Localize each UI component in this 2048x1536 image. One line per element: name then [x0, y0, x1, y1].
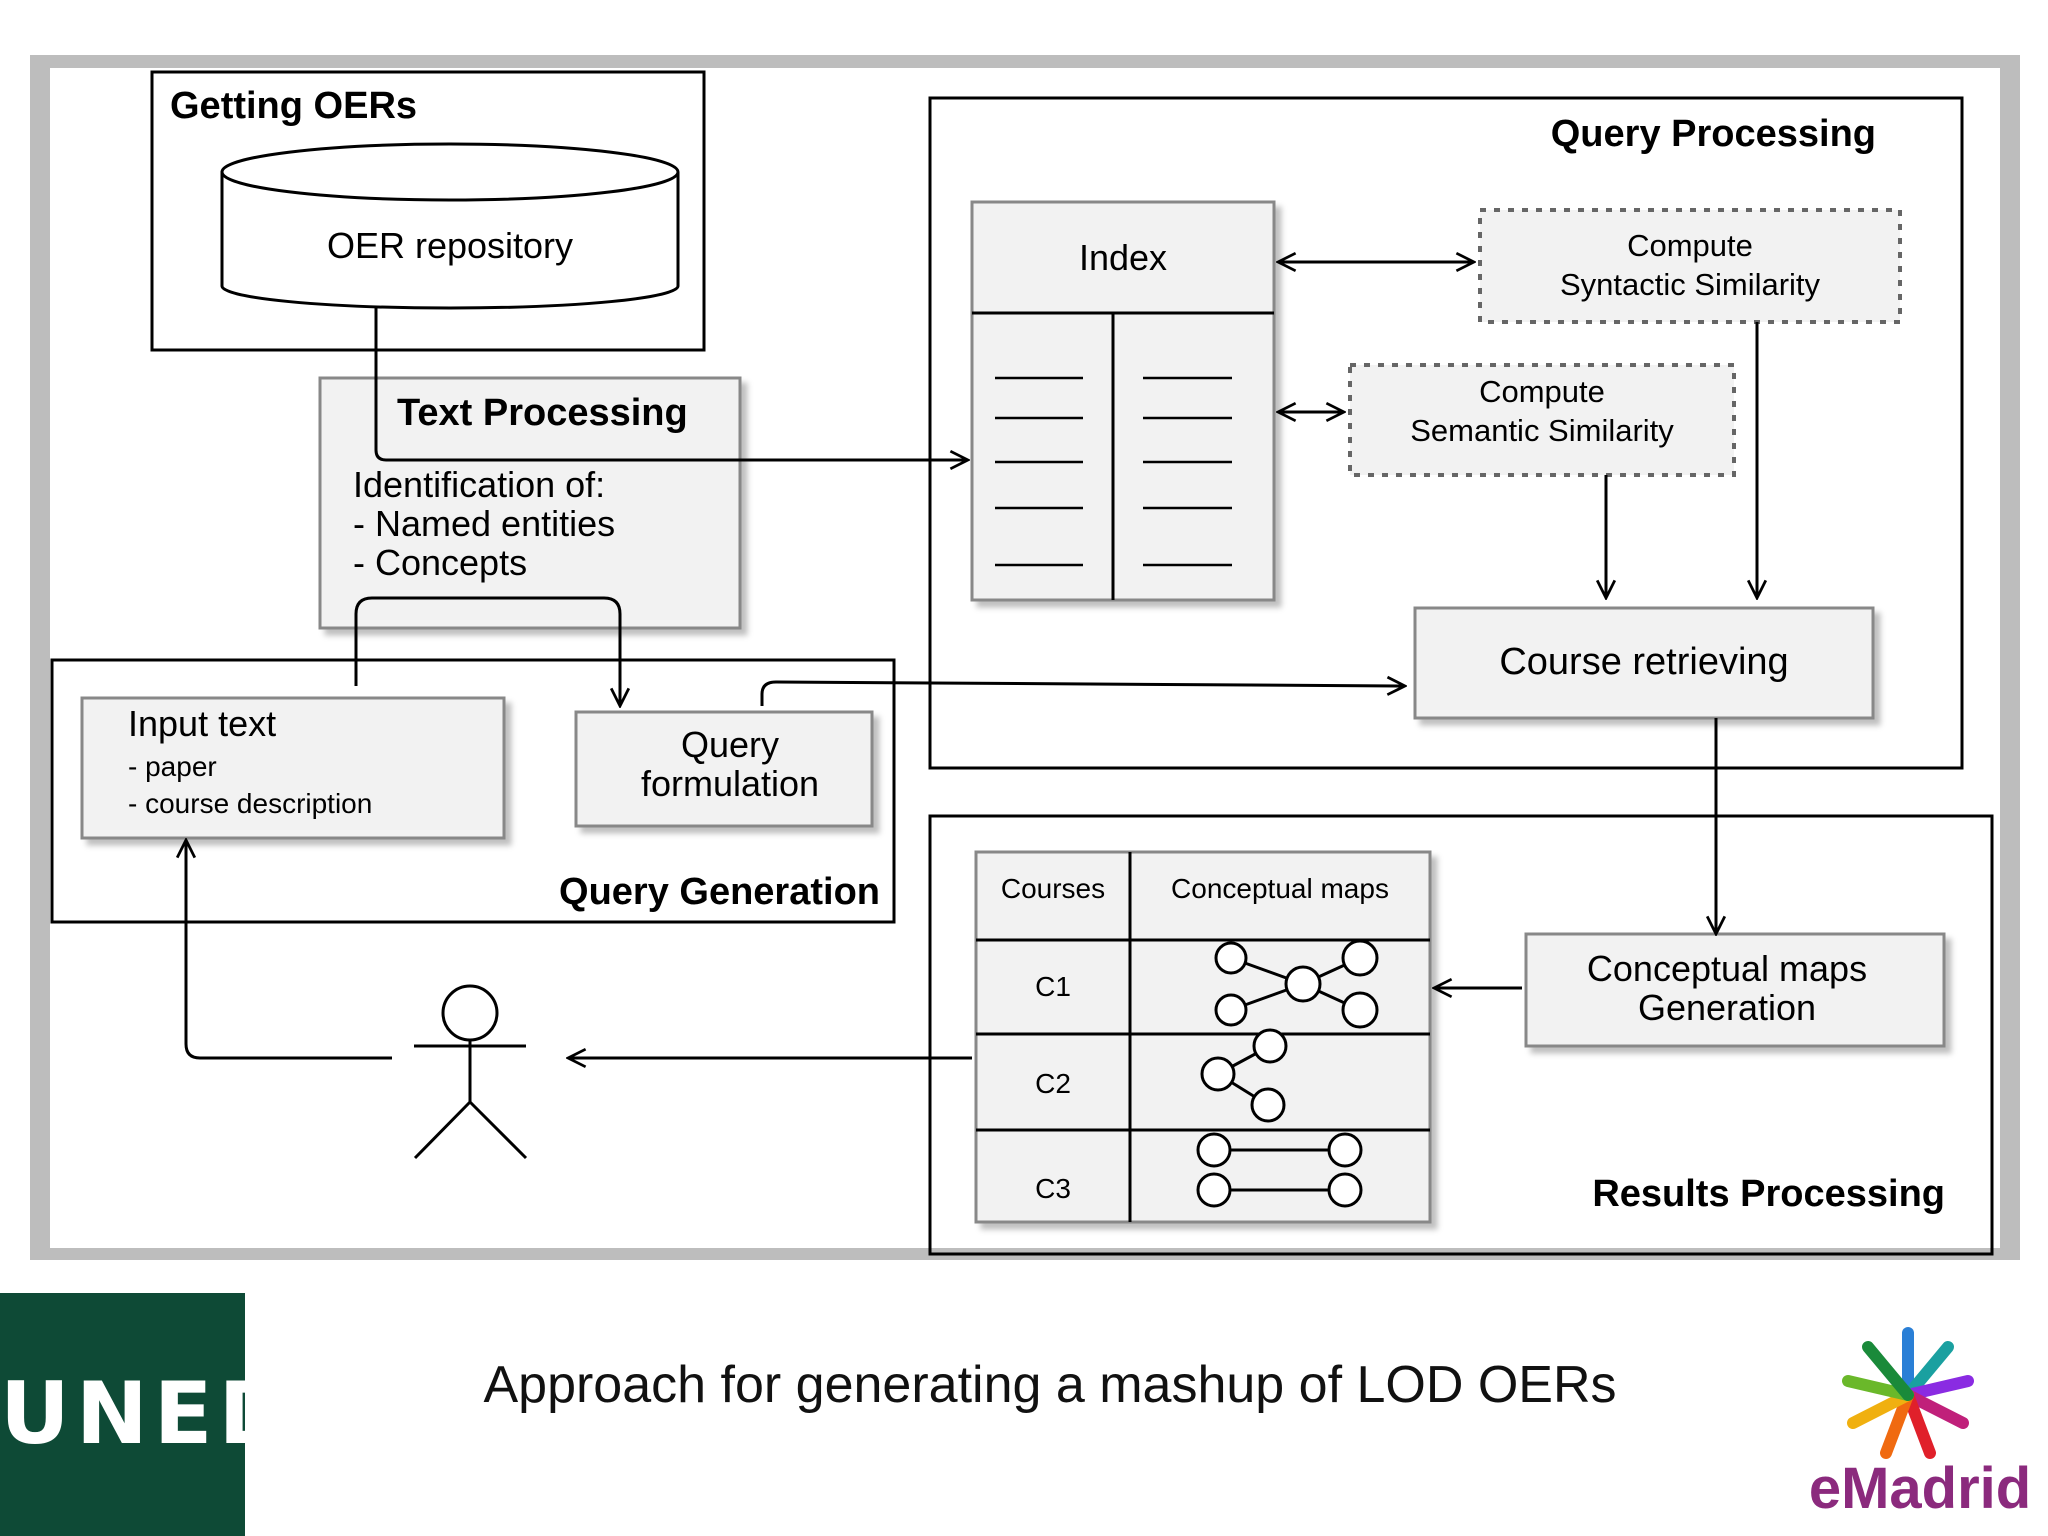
text-processing-box [318, 376, 742, 630]
table-row-c3: C3 [1035, 1173, 1071, 1204]
table-header-courses: Courses [1001, 873, 1105, 904]
conceptual-maps-generation-line2: Generation [1638, 987, 1816, 1028]
table-row-c2: C2 [1035, 1068, 1071, 1099]
query-formulation-line2: formulation [641, 763, 819, 804]
query-formulation-line1: Query [681, 724, 779, 765]
syntactic-similarity-line1: Compute [1627, 228, 1753, 263]
semantic-similarity-line1: Compute [1479, 374, 1605, 409]
semantic-similarity-box [1348, 363, 1736, 477]
query-generation-title: Query Generation [559, 871, 880, 913]
emadrid-star-icon [1842, 1327, 1974, 1459]
oer-repository-cylinder [220, 142, 680, 310]
text-processing-line1: Identification of: [353, 464, 605, 505]
query-formulation-box [574, 710, 874, 828]
results-processing-box [928, 814, 1994, 1256]
getting-oers-title: Getting OERs [170, 85, 417, 127]
results-table [974, 850, 1432, 1224]
course-retrieving-label: Course retrieving [1499, 641, 1788, 683]
index-label: Index [1079, 237, 1167, 278]
text-processing-line3: - Concepts [353, 542, 527, 583]
table-row-c1: C1 [1035, 971, 1071, 1002]
query-processing-box [928, 96, 1964, 770]
concept-map-c2-icon [1200, 1028, 1288, 1123]
concept-map-c1-icon [1214, 939, 1379, 1029]
slide-caption: Approach for generating a mashup of LOD … [483, 1356, 1617, 1414]
input-text-title: Input text [128, 703, 276, 744]
input-text-item1: - paper [128, 751, 217, 782]
getting-oers-box [150, 70, 706, 352]
text-processing-group: Text Processing Identification of: - Nam… [318, 376, 742, 630]
text-processing-line2: - Named entities [353, 503, 615, 544]
semantic-similarity-line2: Semantic Similarity [1410, 413, 1674, 448]
syntactic-similarity-box [1478, 208, 1902, 324]
user-actor-icon [413, 984, 528, 1160]
query-processing-title: Query Processing [1551, 113, 1876, 155]
input-text-item2: - course description [128, 788, 372, 819]
concept-map-c3-icon [1196, 1132, 1363, 1208]
syntactic-similarity-line2: Syntactic Similarity [1560, 267, 1821, 302]
query-generation-box [50, 658, 896, 924]
uned-logo: UNED [0, 1293, 296, 1536]
architecture-diagram: Getting OERs OER repository Text Process… [30, 55, 2020, 1260]
course-retrieving-box [1413, 606, 1875, 720]
emadrid-logo-text: eMadrid [1808, 1456, 2032, 1521]
flow-connectors [186, 262, 1757, 1058]
conceptual-maps-generation-line1: Conceptual maps [1587, 948, 1867, 989]
text-processing-title: Text Processing [397, 392, 688, 434]
results-processing-title: Results Processing [1592, 1173, 1945, 1215]
uned-logo-text: UNED [0, 1364, 296, 1464]
input-text-box [80, 696, 506, 840]
index-box [970, 200, 1276, 602]
index-entry-lines [995, 376, 1232, 567]
conceptual-maps-generation-box [1524, 932, 1946, 1048]
table-header-conceptual-maps: Conceptual maps [1171, 873, 1389, 904]
getting-oers-group: Getting OERs OER repository [150, 70, 706, 352]
oer-repository-label: OER repository [327, 225, 573, 266]
